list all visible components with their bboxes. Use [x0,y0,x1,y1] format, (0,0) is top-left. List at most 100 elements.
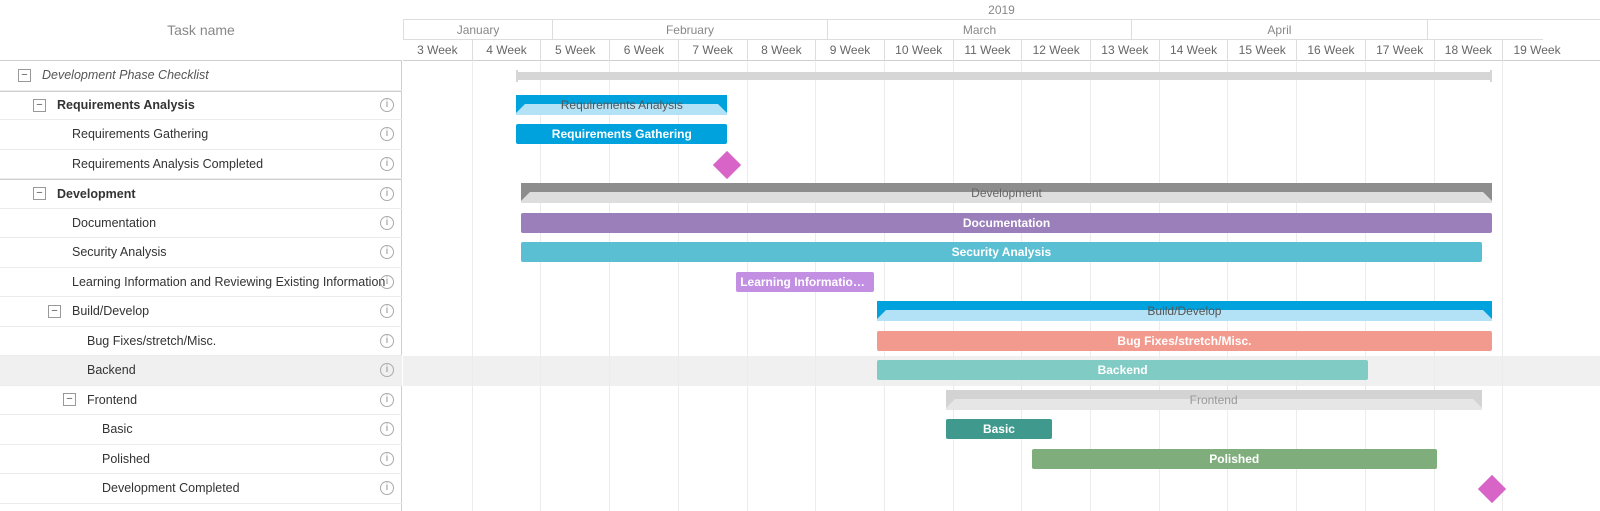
task-name-label: Development [57,186,136,201]
summary-bar-frontend[interactable]: Frontend [945,389,1482,410]
project-bar-development-phase-checklist[interactable] [516,70,1492,82]
info-icon[interactable]: i [380,274,394,289]
info-icon[interactable]: i [380,98,394,113]
summary-cap-right [1482,310,1492,319]
info-icon[interactable]: i [380,215,394,230]
week-gridline [1090,61,1091,511]
summary-bar-label: Build/Develop [1147,304,1222,318]
summary-cap-right [718,103,728,113]
task-bar-bug-fixes-stretch-misc[interactable]: Bug Fixes/stretch/Misc. [877,330,1492,351]
task-bar-polished[interactable]: Polished [1031,448,1437,469]
info-icon[interactable]: i [380,363,394,378]
task-name-label: Development Phase Checklist [42,68,209,83]
summary-cap-left [877,310,887,319]
summary-bar-bottom [521,192,1492,203]
bar-end-tick [1489,70,1492,82]
month-next [1426,20,1544,40]
task-row-polished[interactable]: Polished i [0,445,402,474]
task-name-label: Documentation [72,215,157,230]
week-9-week: 9 Week [815,40,884,61]
task-row-learning-information-and-reviewing-existing-information[interactable]: Learning Information and Reviewing Exist… [0,268,402,297]
week-gridline [1296,61,1298,511]
task-name-label: Basic [102,422,133,437]
summary-bar-label: Requirements Analysis [560,97,683,112]
task-name-label: Frontend [87,392,138,407]
info-icon[interactable]: i [380,304,394,319]
task-name-label: Backend [87,363,136,378]
week-gridline [1364,61,1366,511]
task-row-frontend[interactable]: −Frontend i [0,386,402,415]
task-row-basic[interactable]: Basic i [0,415,402,445]
task-row-bug-fixes-stretch-misc[interactable]: Bug Fixes/stretch/Misc.i [0,327,402,356]
task-row-requirements-analysis[interactable]: −Requirements Analysis i [0,90,402,120]
task-row-documentation[interactable]: Documentation i [0,209,402,238]
summary-cap-left [516,103,526,113]
week-gridline [1433,61,1435,511]
task-bar-requirements-gathering[interactable]: Requirements Gathering [516,124,728,144]
week-gridline [1502,61,1504,511]
summary-bar-top [945,389,1482,399]
task-name-label: Development Completed [102,481,240,496]
info-icon[interactable]: i [380,186,394,201]
task-name-label: Security Analysis [72,245,167,260]
task-row-build-develop[interactable]: −Build/Develop i [0,297,402,327]
week-gridline [1021,61,1023,511]
summary-bar-development[interactable]: Development [521,183,1492,203]
task-name-label: Build/Develop [72,304,150,319]
task-row-development-completed[interactable]: Development Completed i [0,474,402,504]
task-row-security-analysis[interactable]: Security Analysis i [0,238,402,268]
task-bar-security-analysis[interactable]: Security Analysis [521,242,1482,262]
collapse-toggle-icon[interactable]: − [33,98,46,112]
task-name-label: Polished [102,451,150,466]
summary-cap-right [1472,398,1482,408]
info-icon[interactable]: i [380,392,394,407]
task-row-development[interactable]: −Development i [0,179,402,209]
info-icon[interactable]: i [380,451,394,466]
week-gridline [540,61,542,511]
task-list: −Development Phase Checklist−Requirement… [0,61,402,504]
summary-bar-top [877,301,1492,310]
task-bar-learning-information-and-reviewing-existing-information[interactable]: Learning Information a… [736,271,874,292]
week-gridline [1227,61,1229,511]
summary-bar-build-develop[interactable]: Build/Develop [877,301,1492,321]
collapse-toggle-icon[interactable]: − [33,187,46,201]
week-3-week: 3 Week [417,43,458,57]
task-name-column-header[interactable]: Task name [0,0,402,61]
collapse-toggle-icon[interactable]: − [63,393,76,407]
week-11-week: 11 Week [952,40,1022,61]
task-bar-documentation[interactable]: Documentation [521,212,1492,233]
info-icon[interactable]: i [380,422,394,437]
summary-bar-requirements-analysis[interactable]: Requirements Analysis [516,94,728,115]
task-row-backend[interactable]: Backend i [0,356,402,386]
task-bar-backend[interactable]: Backend [877,360,1369,380]
week-gridline [883,61,885,511]
week-5-week: 5 Week [540,40,609,61]
summary-bar-bottom [877,310,1492,321]
info-icon[interactable]: i [380,156,394,171]
week-10-week: 10 Week [883,40,953,61]
task-name-label: Learning Information and Reviewing Exist… [72,274,386,289]
task-bar-basic[interactable]: Basic [945,419,1053,439]
task-row-development-phase-checklist[interactable]: −Development Phase Checklist [0,61,402,91]
info-icon[interactable]: i [380,481,394,496]
milestone-diamond-requirements-analysis-completed[interactable] [713,150,742,179]
summary-bar-label: Development [971,186,1042,200]
week-12-week: 12 Week [1021,40,1090,61]
collapse-toggle-icon[interactable]: − [48,304,61,318]
task-name-label: Requirements Analysis [57,98,195,113]
week-gridline [677,61,679,511]
week-15-week: 15 Week [1227,40,1296,61]
bar-end-tick [516,70,519,82]
week-17-week: 17 Week [1364,40,1434,61]
collapse-toggle-icon[interactable]: − [18,68,31,82]
week-8-week: 8 Week [746,40,816,61]
info-icon[interactable]: i [380,127,394,142]
week-14-week: 14 Week [1158,40,1228,61]
info-icon[interactable]: i [380,245,394,260]
info-icon[interactable]: i [380,333,394,348]
